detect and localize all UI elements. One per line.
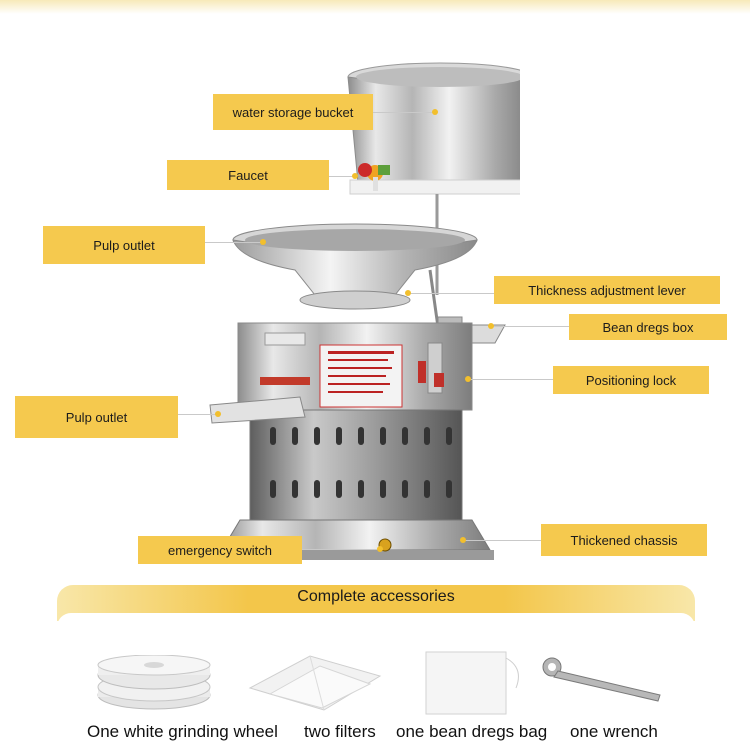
- dot-positioning-lock: [465, 376, 471, 382]
- side-outlet-shape: [209, 396, 306, 424]
- leader-bean-dregs-box: [490, 326, 569, 327]
- dot-emergency-switch: [377, 546, 383, 552]
- lower-cylinder-shape: [249, 409, 463, 521]
- dot-thickened-chassis: [460, 537, 466, 543]
- leader-emergency-switch: [302, 549, 380, 550]
- label-bean-dregs-box: Bean dregs box: [569, 314, 727, 340]
- label-water-storage-bucket: water storage bucket: [213, 94, 373, 130]
- hopper-funnel-shape: [232, 223, 478, 310]
- caption-filters: two filters: [304, 722, 376, 741]
- accessories-panel: Complete accessories: [57, 585, 695, 747]
- top-glow: [0, 0, 750, 14]
- dot-water-storage-bucket: [432, 109, 438, 115]
- dot-pulp-outlet-top: [260, 239, 266, 245]
- leader-pulp-outlet-side: [178, 414, 218, 415]
- label-thickness-adjustment-lever: Thickness adjustment lever: [494, 276, 720, 304]
- soymilk-grinder-machine: [209, 62, 520, 560]
- motor-body-shape: [237, 322, 506, 411]
- dot-bean-dregs-box: [488, 323, 494, 329]
- thickness-lever-shape: [428, 269, 463, 328]
- label-emergency-switch: emergency switch: [138, 536, 302, 564]
- faucet-shape: [358, 163, 390, 191]
- wrench-icon: [542, 657, 661, 702]
- leader-thickness-adjustment-lever: [406, 293, 494, 294]
- dregs-bag-icon: [425, 651, 519, 715]
- caption-dregs-bag: one bean dregs bag: [396, 722, 548, 741]
- dot-pulp-outlet-side: [215, 411, 221, 417]
- grinding-wheel-icon: [97, 655, 211, 710]
- label-faucet: Faucet: [167, 160, 329, 190]
- label-pulp-outlet-side: Pulp outlet: [15, 396, 178, 438]
- leader-pulp-outlet-top: [205, 242, 263, 243]
- leader-faucet: [329, 176, 355, 177]
- label-pulp-outlet-top: Pulp outlet: [43, 226, 205, 264]
- caption-grinding-wheel: One white grinding wheel: [87, 722, 278, 741]
- leader-thickened-chassis: [462, 540, 541, 541]
- leader-positioning-lock: [467, 379, 553, 380]
- caption-wrench: one wrench: [570, 722, 658, 741]
- label-thickened-chassis: Thickened chassis: [541, 524, 707, 556]
- leader-water-storage-bucket: [373, 112, 435, 113]
- label-positioning-lock: Positioning lock: [553, 366, 709, 394]
- dot-faucet: [352, 173, 358, 179]
- water-bucket-shape: [347, 62, 520, 295]
- dot-thickness-adjustment-lever: [405, 290, 411, 296]
- filter-icon: [248, 655, 382, 711]
